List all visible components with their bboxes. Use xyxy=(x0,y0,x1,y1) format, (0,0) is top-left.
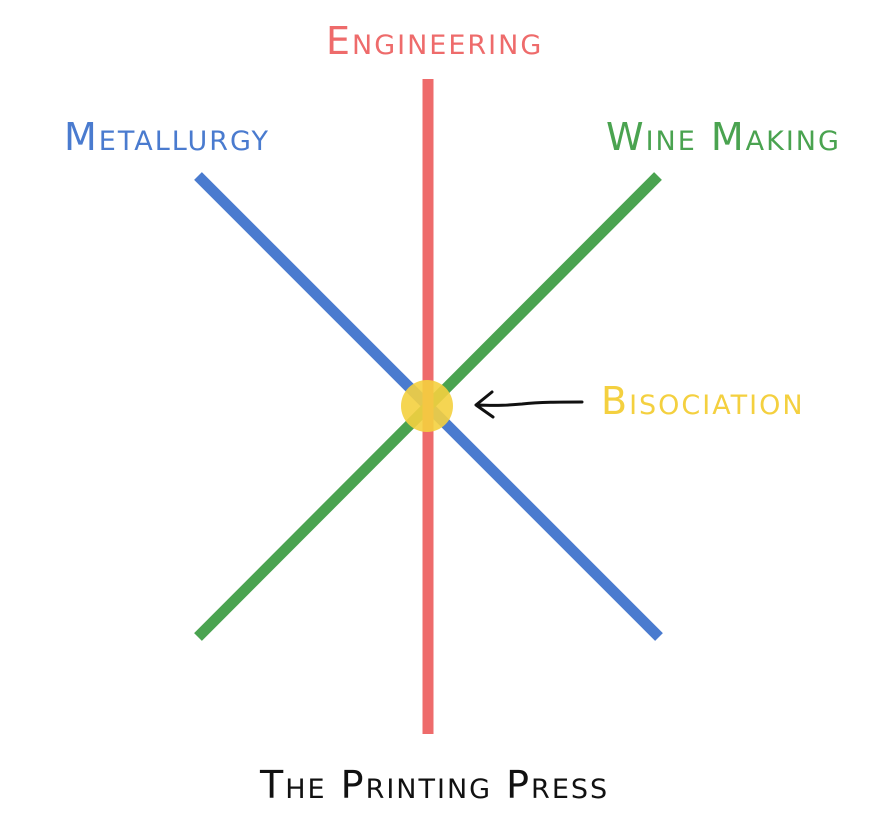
printing-press-label: The Printing Press xyxy=(260,763,610,807)
metallurgy-label: Metallurgy xyxy=(64,115,271,159)
engineering-label: Engineering xyxy=(326,19,544,63)
arrow-icon xyxy=(474,390,584,419)
wine-making-label: Wine Making xyxy=(606,115,841,159)
bisociation-point xyxy=(401,380,453,432)
bisociation-label: Bisociation xyxy=(601,379,805,423)
